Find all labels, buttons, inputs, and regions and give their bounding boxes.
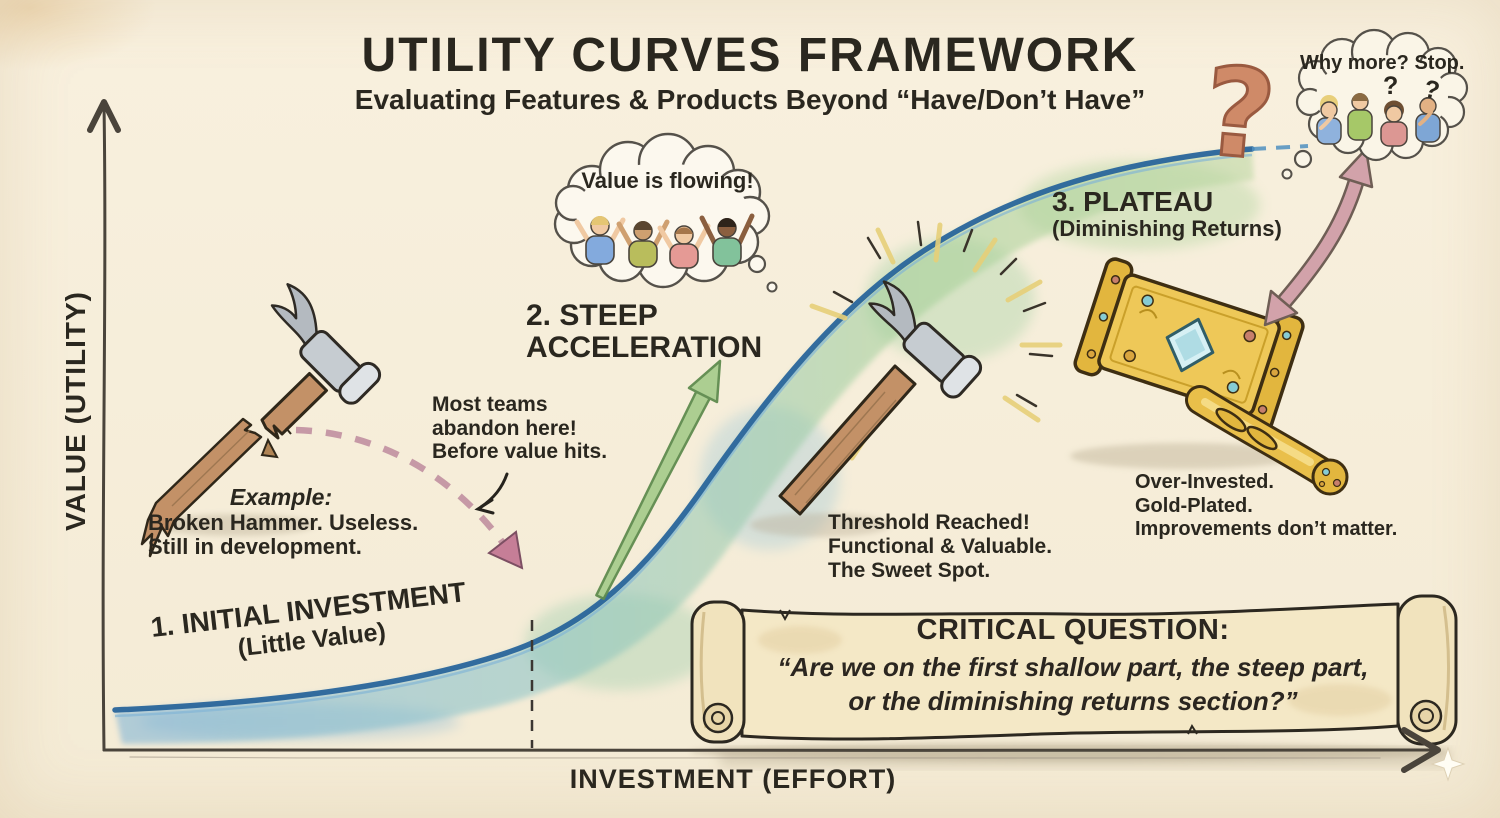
big-question-mark: ? [1196,39,1282,190]
example-line1: Broken Hammer. Useless. [148,509,419,535]
threshold-line3: The Sweet Spot. [828,558,991,582]
example-line2: Still in development. [148,534,362,560]
standard-hammer-illustration [750,220,1063,537]
cheering-people-icon [574,213,755,269]
example-heading: Example: [229,484,333,510]
puzzled-people-icon [1316,93,1441,147]
page-subtitle: Evaluating Features & Products Beyond “H… [354,84,1146,115]
x-axis-arrow-icon [1401,727,1441,773]
stage2-note-line1: Most teams [432,393,548,416]
x-axis-line [102,747,1438,753]
golden-hammer-illustration [1070,257,1349,496]
stage2-label: 2. STEEP ACCELERATION [526,299,763,365]
value-flowing-bubble-text: Value is flowing! [581,168,754,193]
acceleration-arrow [595,359,722,601]
threshold-line2: Functional & Valuable. [828,534,1053,558]
why-more-bubble-text: Why more? Stop. [1300,52,1465,74]
stage3-label: 3. PLATEAU (Diminishing Returns) [1052,186,1282,242]
stage3-note-line2: Gold-Plated. [1135,494,1253,517]
stage3-label-sub: (Diminishing Returns) [1052,216,1282,242]
critical-question-scroll [690,594,1458,766]
abandon-dashed-arrow [295,426,524,570]
stage3-note-line3: Improvements don’t matter. [1135,518,1398,541]
stage2-note-line3: Before value hits. [432,440,608,464]
note-pointer-arrow [474,472,509,515]
y-axis-label: VALUE (UTILITY) [60,291,91,532]
threshold-line1: Threshold Reached! [828,511,1030,534]
critical-question-line2: or the diminishing returns section?” [848,686,1298,716]
stage2-note-line2: abandon here! [432,416,577,440]
utility-curve [112,144,1309,718]
stage3-note-line1: Over-Invested. [1135,471,1274,493]
y-axis-arrow-icon [87,99,121,133]
x-axis-label: INVESTMENT (EFFORT) [569,764,897,794]
critical-question-heading: CRITICAL QUESTION: [916,614,1230,646]
paper-sparkle-icon [1430,746,1466,782]
page-title: UTILITY CURVES FRAMEWORK [361,29,1139,82]
stage1-example-note: Example: Broken Hammer. Useless. Still i… [148,484,419,560]
stage2-label-line1: 2. STEEP [526,299,658,332]
broken-hammer-illustration [140,283,382,558]
critical-question-line1: “Are we on the first shallow part, the s… [777,652,1369,682]
stage2-abandon-note: Most teams abandon here! Before value hi… [432,393,607,464]
stage3-label-title: 3. PLATEAU [1052,186,1214,217]
stage3-overinvested-note: Over-Invested. Gold-Plated. Improvements… [1135,471,1397,542]
over-invest-double-arrow [1263,147,1374,327]
y-axis-line [101,102,107,752]
stage2-label-line2: ACCELERATION [526,331,763,365]
threshold-note: Threshold Reached! Functional & Valuable… [828,511,1052,583]
bubble-question-mark-1: ? [1383,72,1399,100]
why-more-thought-bubble [1281,28,1469,180]
value-flowing-thought-bubble [553,132,778,293]
